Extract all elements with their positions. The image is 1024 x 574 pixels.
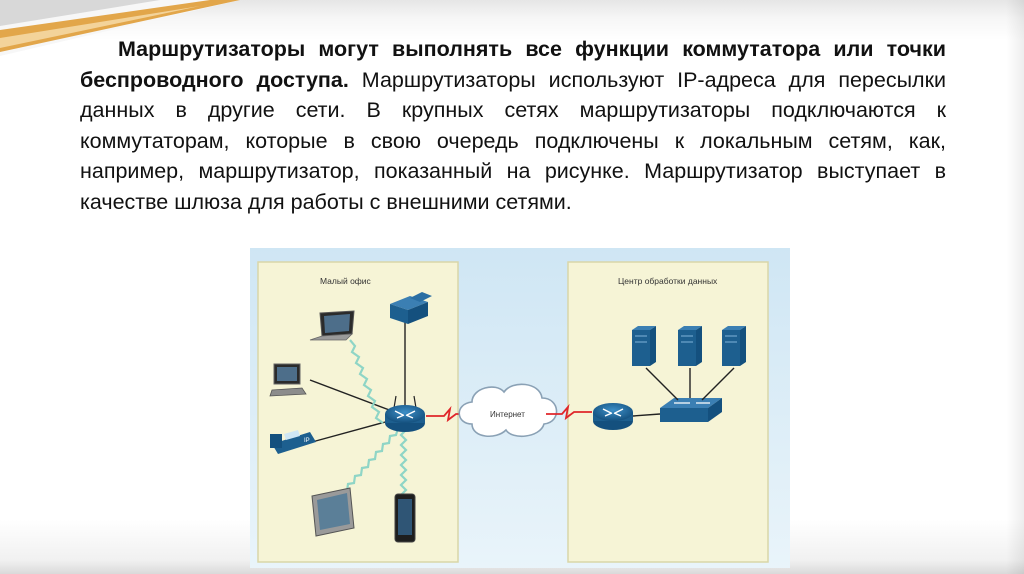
server-icon bbox=[632, 326, 656, 366]
frame-shadow-right bbox=[1006, 0, 1024, 574]
body-paragraph: Маршрутизаторы могут выполнять все функц… bbox=[80, 34, 946, 217]
link-router-desktop bbox=[309, 379, 401, 415]
wan-link-office bbox=[426, 405, 470, 423]
wireless-link-laptop bbox=[349, 339, 384, 424]
ip-phone-icon: IP bbox=[270, 430, 316, 454]
small-office-label: Малый офис bbox=[320, 276, 372, 286]
internet-label: Интернет bbox=[490, 410, 525, 419]
switch-icon bbox=[660, 398, 722, 422]
printer-icon bbox=[390, 292, 432, 324]
laptop-icon bbox=[309, 310, 355, 341]
server-icon bbox=[722, 326, 746, 366]
link-router-switch bbox=[632, 413, 661, 417]
internet-cloud-icon: Интернет bbox=[458, 383, 558, 437]
datacenter-router-icon bbox=[593, 403, 633, 430]
paragraph-regular: Маршрутизаторы используют IP-адреса для … bbox=[80, 67, 947, 214]
ip-phone-text: IP bbox=[304, 438, 310, 444]
server-icon bbox=[678, 326, 702, 366]
corner-decoration bbox=[0, 0, 240, 60]
network-diagram: Малый офис Центр обработки данных bbox=[250, 248, 790, 568]
link-switch-server-1 bbox=[645, 367, 679, 401]
paragraph-bold: Маршрутизаторы могут выполнять все функц… bbox=[80, 37, 946, 92]
office-router-icon bbox=[385, 395, 425, 432]
desktop-computer-icon bbox=[269, 363, 307, 397]
link-switch-server-3 bbox=[701, 367, 735, 401]
smartphone-icon bbox=[394, 493, 416, 543]
wireless-link-smartphone bbox=[399, 429, 408, 506]
datacenter-label: Центр обработки данных bbox=[618, 276, 718, 286]
tablet-icon bbox=[311, 487, 355, 537]
wan-link-datacenter bbox=[546, 403, 592, 421]
